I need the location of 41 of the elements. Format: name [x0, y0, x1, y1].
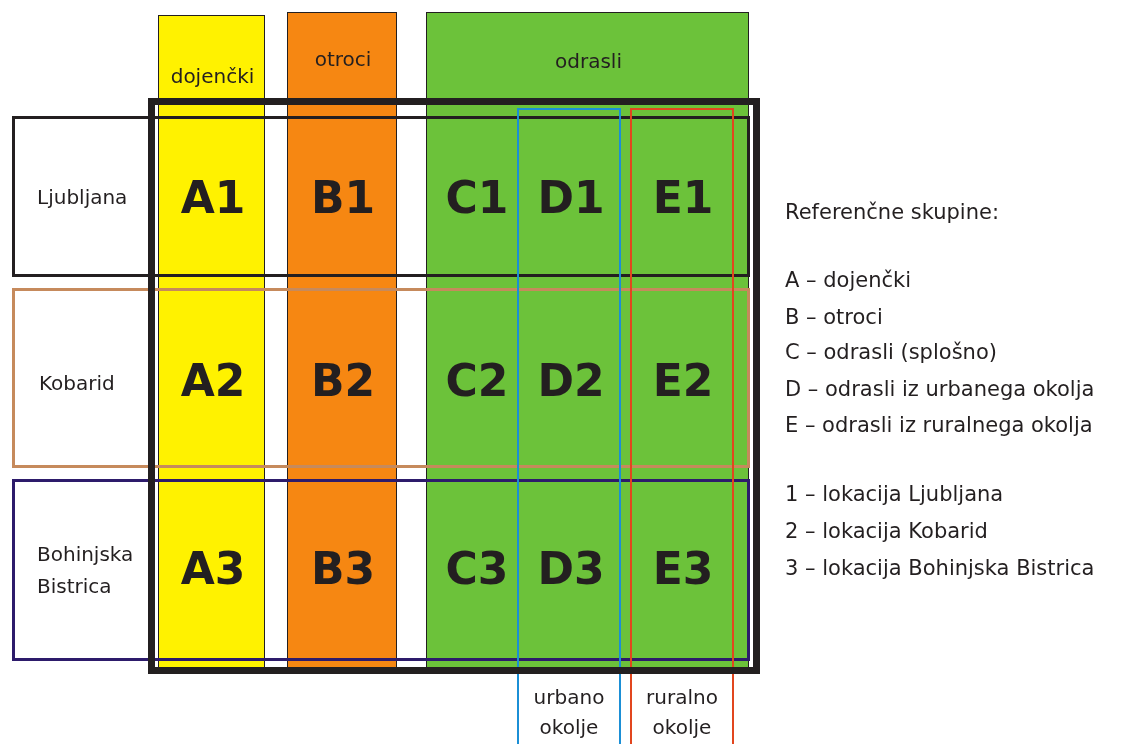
cell-code: D2	[537, 354, 605, 406]
node-label: otroci	[313, 46, 373, 73]
cell-code: B3	[310, 542, 376, 594]
column-frame	[517, 108, 621, 744]
node-label: ruralno okolje	[645, 684, 719, 741]
node-label: dojenčki	[169, 63, 256, 90]
node-label: Kobarid	[39, 370, 116, 397]
key-entry: 1 – lokacija Ljubljana	[785, 482, 1004, 506]
node-label: odrasli	[554, 48, 623, 75]
key-heading: Referenčne skupine:	[785, 200, 999, 224]
key-entry: B – otroci	[785, 305, 883, 329]
node-label: Ljubljana	[37, 184, 129, 211]
cell-code: E1	[652, 171, 714, 223]
node-label: urbano okolje	[532, 684, 606, 741]
cell-code: E3	[652, 542, 714, 594]
cell-code: A3	[180, 542, 246, 594]
cell-code: C3	[445, 542, 509, 594]
cell-code: C1	[445, 171, 509, 223]
cell-code: D1	[537, 171, 605, 223]
column-band	[426, 12, 749, 668]
cell-code: B2	[310, 354, 376, 406]
key-entry: A – dojenčki	[785, 268, 911, 292]
key-entry: E – odrasli iz ruralnega okolja	[785, 413, 1093, 437]
row-frame	[12, 116, 750, 277]
key-entry: 2 – lokacija Kobarid	[785, 519, 988, 543]
cell-code: B1	[310, 171, 376, 223]
row-frame	[12, 479, 750, 661]
row-frame	[12, 288, 750, 468]
column-frame	[630, 108, 734, 744]
column-band	[287, 12, 397, 668]
cell-code: D3	[537, 542, 605, 594]
key-entry: 3 – lokacija Bohinjska Bistrica	[785, 556, 1095, 580]
key-entry: D – odrasli iz urbanega okolja	[785, 377, 1095, 401]
cell-code: C2	[445, 354, 509, 406]
column-band	[158, 15, 265, 668]
key-entry: C – odrasli (splošno)	[785, 340, 997, 364]
outer-frame	[148, 98, 760, 674]
cell-code: E2	[652, 354, 714, 406]
node-label: Bohinjska Bistrica	[37, 541, 135, 600]
cell-code: A1	[180, 171, 246, 223]
cell-code: A2	[180, 354, 246, 406]
